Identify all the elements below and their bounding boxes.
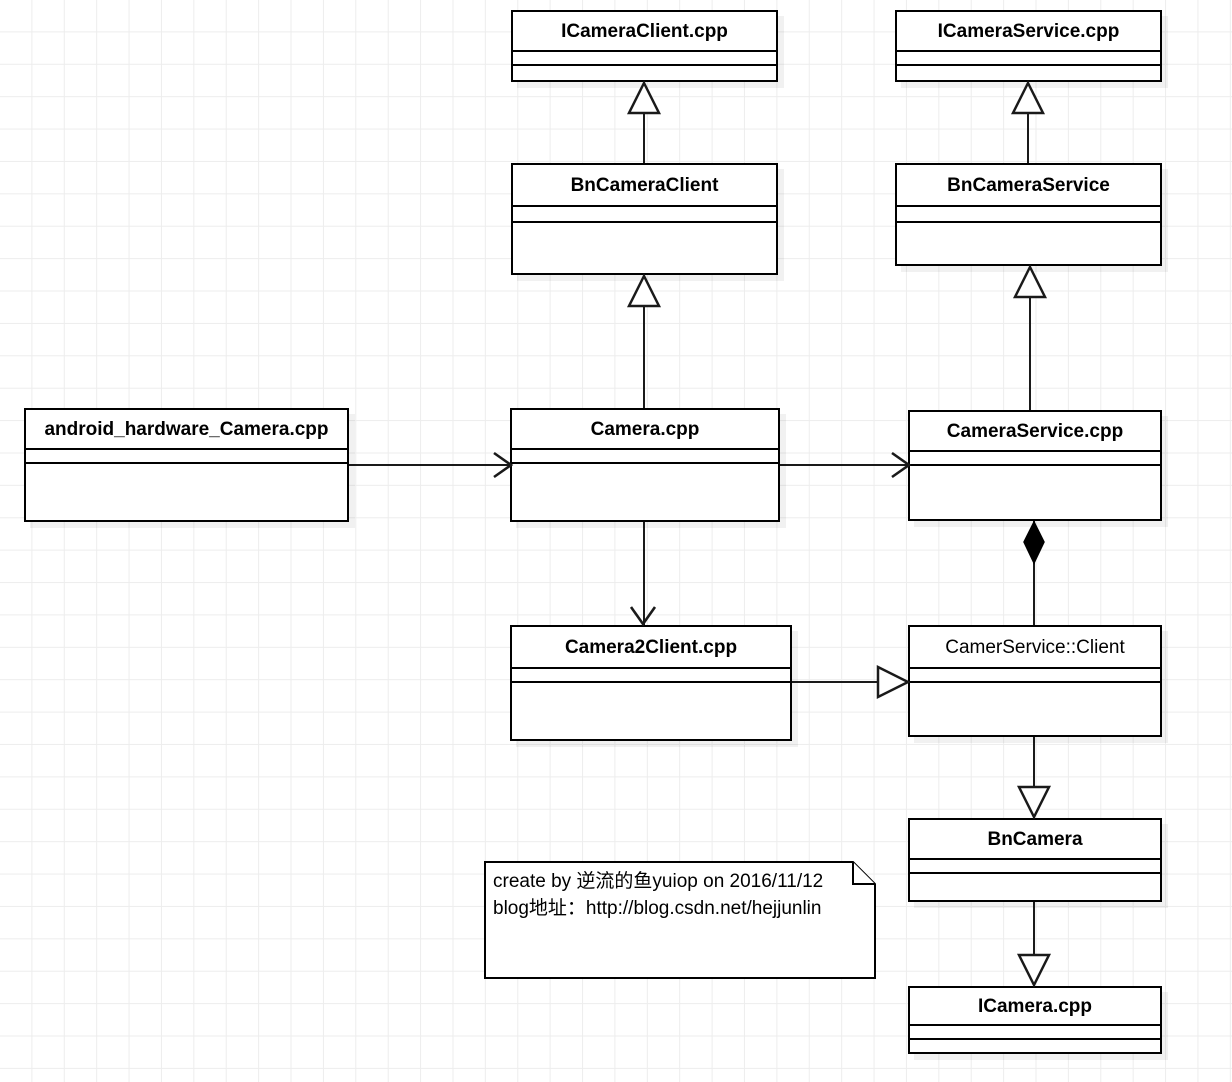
class-title-cameracpp: Camera.cpp (512, 410, 778, 450)
class-title-camera2client: Camera2Client.cpp (512, 627, 790, 669)
edge-bncameraservice-icameraservice (1027, 82, 1029, 163)
class-operations-cameracpp (512, 464, 778, 520)
hollow-triangle-down-icameracpp (1016, 950, 1052, 988)
class-box-bncameraclient[interactable]: BnCameraClient (511, 163, 778, 275)
class-box-cameraservice[interactable]: CameraService.cpp (908, 410, 1162, 521)
class-attributes-camerservice-client (910, 669, 1160, 683)
class-operations-camerservice-client (910, 683, 1160, 735)
class-operations-camera2client (512, 683, 790, 739)
author-note[interactable]: create by 逆流的鱼yuiop on 2016/11/12 blog地址… (484, 861, 876, 979)
edge-cameraservice-cserviceclient (1033, 521, 1035, 625)
edge-cserviceclient-bncamera (1033, 737, 1035, 818)
class-box-android-hardware-camera[interactable]: android_hardware_Camera.cpp (24, 408, 349, 522)
edge-cameraservice-bncameraservice (1029, 266, 1031, 410)
note-line-1: create by 逆流的鱼yuiop on 2016/11/12 (493, 871, 824, 892)
edge-cameracpp-bncameraclient (643, 275, 645, 408)
hollow-triangle-up-bncameraclient (626, 273, 662, 311)
note-shape-icon (484, 861, 876, 979)
class-attributes-icameracpp (910, 1026, 1160, 1040)
class-box-icameraclient[interactable]: ICameraClient.cpp (511, 10, 778, 82)
hollow-triangle-right-cserviceclient (874, 664, 911, 700)
class-title-icameraservice: ICameraService.cpp (897, 12, 1160, 52)
class-title-icameraclient: ICameraClient.cpp (513, 12, 776, 52)
class-attributes-icameraclient (513, 52, 776, 66)
class-attributes-bncameraclient (513, 207, 776, 223)
note-line-2: blog地址：http://blog.csdn.net/hejjunlin (493, 898, 822, 919)
class-attributes-cameracpp (512, 450, 778, 464)
filled-diamond-cameraservice (1022, 520, 1046, 565)
class-operations-icameraclient (513, 66, 776, 80)
class-box-icameracpp[interactable]: ICamera.cpp (908, 986, 1162, 1054)
class-attributes-android-hardware-camera (26, 450, 347, 464)
open-arrow-right-cameraservice (884, 450, 914, 480)
edge-cameracpp-cameraservice (780, 464, 908, 466)
edge-bncameraclient-icameraclient (643, 82, 645, 163)
hollow-triangle-up-icameraclient (626, 80, 662, 118)
edge-cameracpp-camera2client (643, 522, 645, 625)
class-attributes-bncamera (910, 860, 1160, 874)
class-operations-icameracpp (910, 1040, 1160, 1052)
hollow-triangle-up-bncameraservice (1012, 264, 1048, 302)
class-operations-bncameraclient (513, 223, 776, 273)
class-box-icameraservice[interactable]: ICameraService.cpp (895, 10, 1162, 82)
class-title-android-hardware-camera: android_hardware_Camera.cpp (26, 410, 347, 450)
class-box-camerservice-client[interactable]: CamerService::Client (908, 625, 1162, 737)
class-title-camerservice-client: CamerService::Client (910, 627, 1160, 669)
class-title-cameraservice: CameraService.cpp (910, 412, 1160, 452)
class-operations-bncamera (910, 874, 1160, 900)
class-title-bncamera: BnCamera (910, 820, 1160, 860)
open-arrow-right-cameracpp (486, 450, 516, 480)
class-attributes-cameraservice (910, 452, 1160, 466)
edge-androidhw-cameracpp (349, 464, 510, 466)
class-attributes-bncameraservice (897, 207, 1160, 223)
class-box-camera2client[interactable]: Camera2Client.cpp (510, 625, 792, 741)
hollow-triangle-down-bncamera (1016, 782, 1052, 820)
open-arrow-down-camera2client (629, 599, 659, 629)
class-box-bncameraservice[interactable]: BnCameraService (895, 163, 1162, 266)
class-operations-android-hardware-camera (26, 464, 347, 520)
class-box-cameracpp[interactable]: Camera.cpp (510, 408, 780, 522)
class-operations-bncameraservice (897, 223, 1160, 264)
edge-bncamera-icameracpp (1033, 902, 1035, 986)
class-title-bncameraclient: BnCameraClient (513, 165, 776, 207)
edge-camera2client-cserviceclient (792, 681, 908, 683)
class-title-icameracpp: ICamera.cpp (910, 988, 1160, 1026)
class-attributes-icameraservice (897, 52, 1160, 66)
class-box-bncamera[interactable]: BnCamera (908, 818, 1162, 902)
hollow-triangle-up-icameraservice (1010, 80, 1046, 118)
class-attributes-camera2client (512, 669, 790, 683)
class-operations-icameraservice (897, 66, 1160, 80)
class-operations-cameraservice (910, 466, 1160, 519)
class-title-bncameraservice: BnCameraService (897, 165, 1160, 207)
